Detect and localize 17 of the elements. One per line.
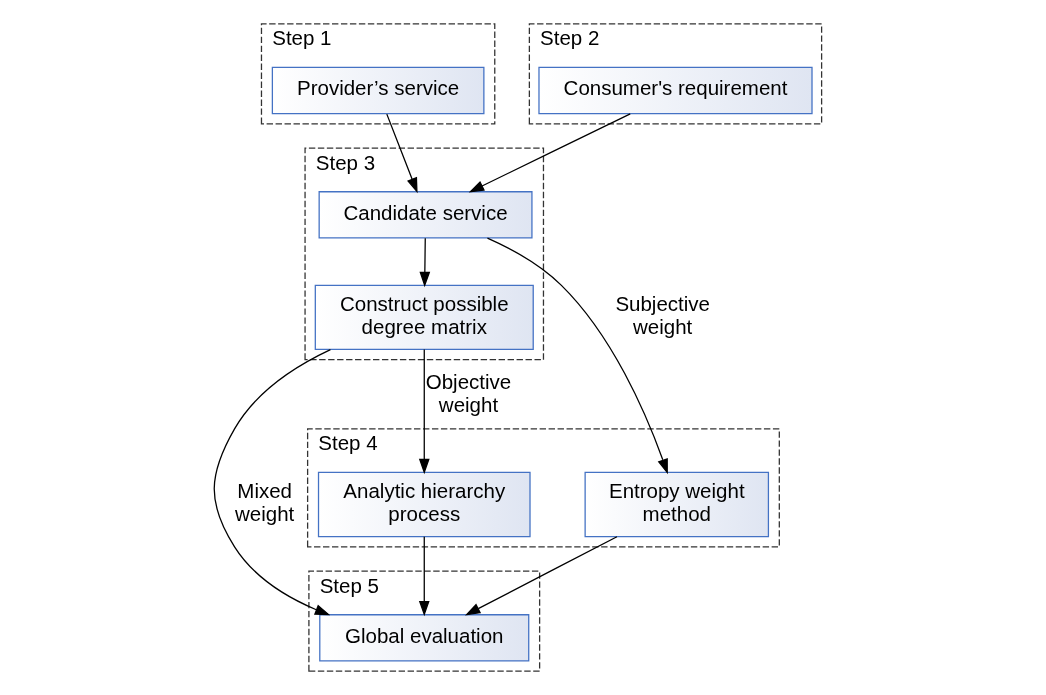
arrow bbox=[468, 113, 631, 193]
edge-label: Objective weight bbox=[425, 369, 512, 416]
node-box: Construct possible degree matrix bbox=[314, 284, 534, 351]
arrow bbox=[418, 536, 430, 617]
arrow bbox=[213, 349, 332, 616]
arrow bbox=[386, 113, 418, 194]
node-box: Entropy weight method bbox=[584, 471, 770, 538]
arrow bbox=[418, 348, 430, 475]
edge-label: Subjective weight bbox=[615, 291, 710, 338]
edge-label: Mixed weight bbox=[235, 478, 295, 525]
node-box: Provider’s service bbox=[271, 66, 485, 115]
node-box: Global evaluation bbox=[319, 614, 530, 662]
arrow bbox=[419, 237, 431, 288]
node-box: Analytic hierarchy process bbox=[317, 471, 531, 538]
node-box: Candidate service bbox=[318, 191, 533, 239]
node-box: Consumer's requirement bbox=[538, 66, 813, 115]
arrow bbox=[486, 237, 668, 475]
